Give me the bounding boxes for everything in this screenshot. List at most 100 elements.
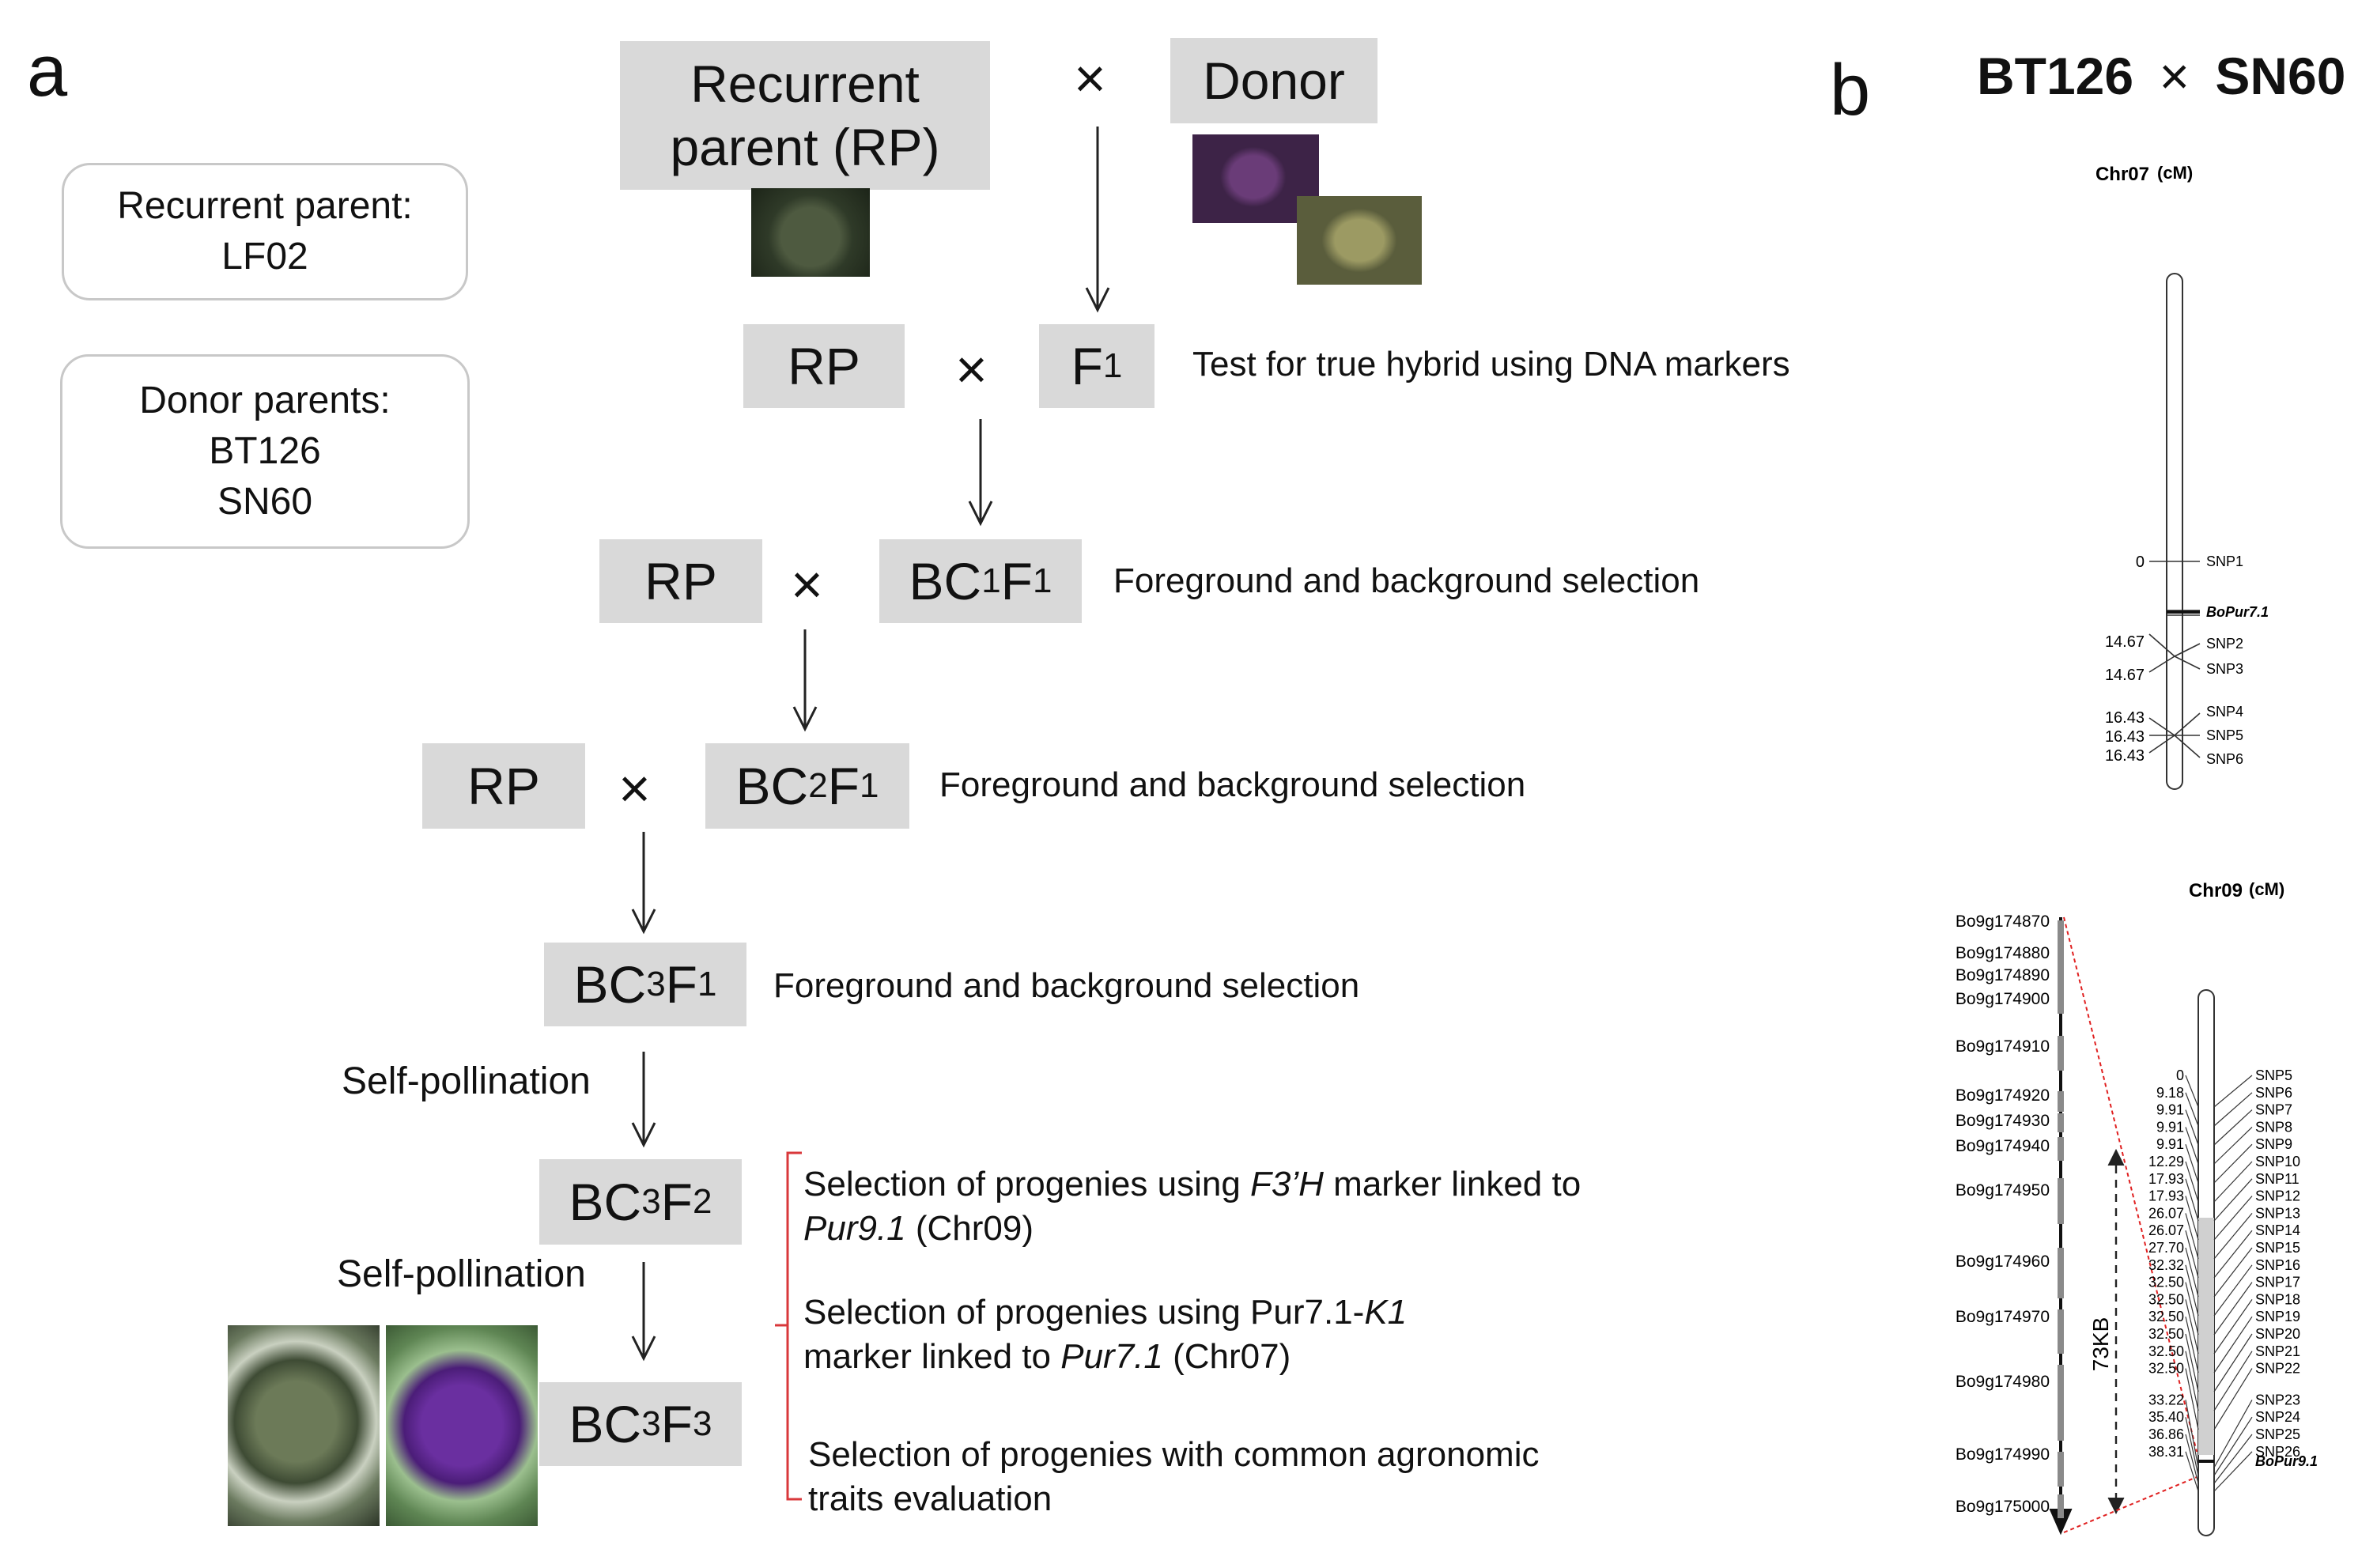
chr07-pos-6: 16.43 [2105,747,2145,765]
gene-label-13: Bo9g174990 [1956,1445,2050,1464]
chr09-marker-12: SNP16 [2255,1257,2300,1273]
sel2-i2: Pur7.1 [1060,1337,1163,1376]
chr09-marker-1: SNP5 [2255,1067,2292,1083]
panel-a-label: a [27,31,68,111]
chr09-marker-18: SNP22 [2255,1361,2300,1377]
bc2f1-a: BC [735,757,809,815]
selection-note-2-line1: Selection of progenies using Pur7.1-K1 [803,1290,1407,1335]
chr09-pos-7: 17.93 [2148,1171,2184,1187]
chr09-title: Chr09 [2189,880,2243,901]
chr09-pos-9: 26.07 [2148,1205,2184,1221]
gene-label-2: Bo9g174880 [1956,944,2050,962]
sel2-i1: K1 [1364,1293,1408,1332]
sel1-p3: (Chr09) [905,1209,1034,1248]
chr07-marker-2: SNP2 [2206,636,2243,652]
bc2f1-s1: 2 [808,766,828,805]
chr09-marker-6: SNP10 [2255,1154,2300,1169]
chr09-pos-10: 26.07 [2148,1222,2184,1238]
interval-label: 73KB [2088,1317,2113,1372]
chr09-marker-21: SNP25 [2255,1426,2300,1442]
note-fg-bg-3: Foreground and background selection [773,966,1360,1005]
self-pollination-label-1: Self-pollination [342,1060,591,1102]
recurrent-parent-broccoli-photo [751,188,870,277]
note-true-hybrid: Test for true hybrid using DNA markers [1192,345,1790,383]
zoom-line-top [2063,916,2197,1453]
cross-title: BT126 × SN60 [1977,46,2345,106]
gene-label-14: Bo9g175000 [1956,1498,2050,1516]
broccoli-result-photo [228,1325,380,1526]
chr07-title: Chr07 [2095,164,2149,185]
selection-note-1-line2: Pur9.1 (Chr09) [803,1207,1581,1251]
rp-node-1: RP [743,324,905,408]
chr09-marker-14: SNP18 [2255,1291,2300,1307]
chr09-pos-13: 32.50 [2148,1275,2184,1290]
gene-label-8: Bo9g174940 [1956,1137,2050,1155]
sel2-p1: Selection of progenies using Pur7.1- [803,1293,1365,1332]
chr09-marker-20: SNP24 [2255,1409,2300,1425]
bc3f3-a: BC [569,1395,642,1453]
chr07-pos-4: 16.43 [2105,709,2145,727]
selection-note-3: Selection of progenies with common agron… [808,1433,1539,1521]
cross-title-right: SN60 [2215,47,2346,105]
bc2f1-b: F [827,757,860,815]
chr09-pos-2: 9.18 [2156,1085,2184,1101]
donor-parents-title: Donor parents: [139,380,391,421]
rp-node-2: RP [599,539,762,623]
gene-label-10: Bo9g174960 [1956,1253,2050,1271]
chr09-pos-5: 9.91 [2156,1136,2184,1152]
selection-note-2: Selection of progenies using Pur7.1-K1 m… [803,1290,1407,1379]
chr09-pos-4: 9.91 [2156,1119,2184,1135]
bc3f3-s1: 3 [641,1404,661,1443]
cross-title-left: BT126 [1977,47,2134,105]
chr09-pos-3: 9.91 [2156,1102,2184,1118]
donor-node: Donor [1170,38,1377,123]
rp-node-3: RP [422,743,585,829]
donor-green-cauliflower-photo [1297,196,1422,285]
chr09-unit: (cM) [2249,879,2284,899]
recurrent-parent-node: Recurrent parent (RP) [620,41,990,190]
chr09-marker-10: SNP14 [2255,1222,2300,1238]
chr09-pos-6: 12.29 [2148,1154,2184,1169]
selection-note-3-line2: traits evaluation [808,1479,1052,1518]
sel1-p1: Selection of progenies using [803,1165,1251,1203]
chr09-marker-8: SNP12 [2255,1188,2300,1204]
chr09-pos-15: 32.50 [2148,1309,2184,1324]
chr09-pos-22: 38.31 [2148,1444,2184,1460]
chr07-unit: (cM) [2157,163,2193,183]
bc2f1-s2: 1 [860,766,879,805]
recurrent-parent-title: Recurrent parent: [117,185,413,227]
chr09-marker-11: SNP15 [2255,1240,2300,1256]
selection-note-3-line1: Selection of progenies with common agron… [808,1435,1540,1474]
gene-label-7: Bo9g174930 [1956,1112,2050,1130]
arrow-bc2f1-to-bc3f1-head [631,909,656,935]
panel-b-label: b [1830,50,1871,130]
selection-bracket [786,1151,802,1501]
sel1-i2: Pur9.1 [803,1209,906,1248]
donor-parent-2: SN60 [217,481,313,523]
selection-note-1: Selection of progenies using F3’H marker… [803,1162,1581,1251]
cross-symbol-2: × [791,554,823,615]
chr09-marker-17: SNP21 [2255,1343,2300,1359]
chr07-pos-5: 16.43 [2105,728,2145,746]
chr09-marker-16: SNP20 [2255,1326,2300,1342]
bc3f1-b: F [665,955,697,1014]
chr07-marker-1: SNP1 [2206,554,2243,569]
recurrent-parent-value: LF02 [221,236,308,278]
sel1-p2: marker linked to [1323,1165,1582,1203]
recurrent-parent-info-box: Recurrent parent: LF02 [62,163,468,300]
arrow-bc3f1-to-bc3f2-head [631,1122,656,1148]
recurrent-parent-line1: Recurrent [690,55,920,113]
note-fg-bg-2: Foreground and background selection [939,765,1526,804]
gene-label-6: Bo9g174920 [1956,1086,2050,1105]
cross-symbol-3: × [618,758,651,819]
chr07-marker-5: SNP5 [2206,727,2243,743]
bc1f1-s2: 1 [1033,561,1052,600]
chr09-marker-19: SNP23 [2255,1392,2300,1407]
sel2-p2: marker linked to [803,1337,1061,1376]
chr07-bar [2166,273,2183,790]
sel1-i1: F3’H [1250,1165,1324,1203]
